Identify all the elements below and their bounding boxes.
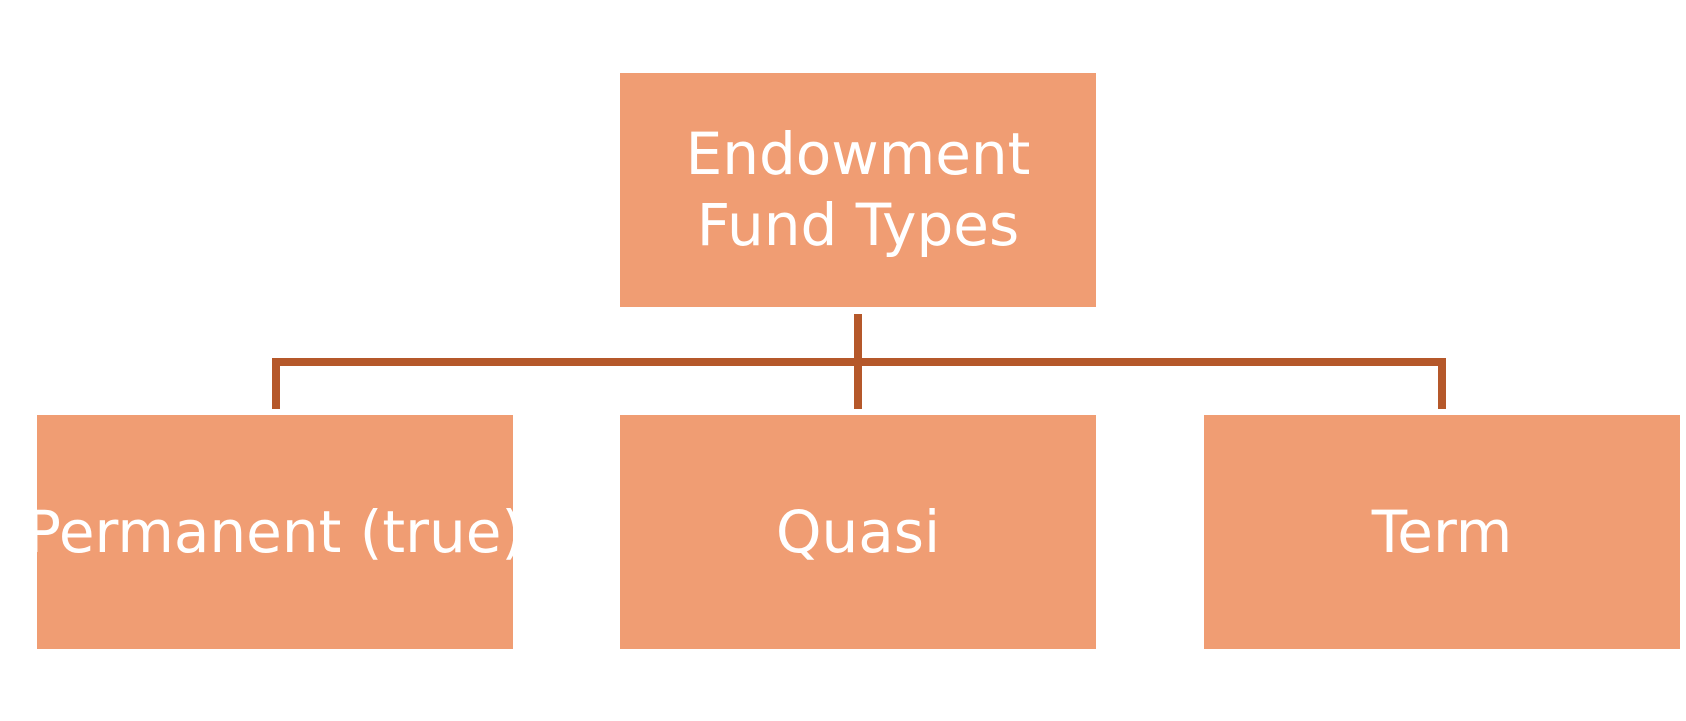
- root-node-endowment-fund-types: Endowment Fund Types: [620, 73, 1096, 307]
- child-node-permanent: Permanent (true): [26, 415, 524, 649]
- child-node-label-term: Term: [1371, 497, 1513, 566]
- child-node-label-quasi: Quasi: [775, 497, 941, 566]
- child-node-label-permanent: Permanent (true): [25, 497, 525, 566]
- child-node-term: Term: [1204, 415, 1680, 649]
- child-node-quasi: Quasi: [620, 415, 1096, 649]
- root-node-label: Endowment Fund Types: [685, 120, 1031, 259]
